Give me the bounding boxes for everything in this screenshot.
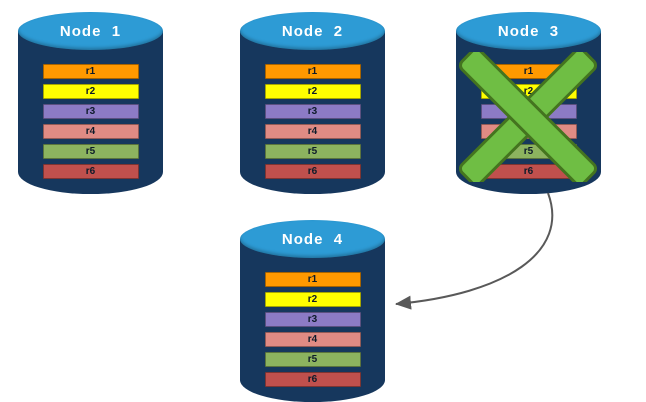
node-1-replica-r2: r2: [42, 84, 139, 99]
node-1-replica-r1: r1: [42, 64, 139, 79]
node-1-replica-r5: r5: [42, 144, 139, 159]
node-4-replica-r4: r4: [264, 332, 361, 347]
node-1-label: Node 1: [59, 22, 122, 40]
node-1-replica-r3: r3: [42, 104, 139, 119]
node-3-label: Node 3: [497, 22, 560, 40]
node-4: r1 r2 r3 r4 r5 r6 Node 4: [240, 220, 385, 402]
node-2-replica-r3: r3: [264, 104, 361, 119]
node-1-cylinder-top: Node 1: [18, 12, 163, 50]
node-4-cylinder-top: Node 4: [240, 220, 385, 258]
node-3: r1 r2 r3 r4 r5 r6 Node 3: [456, 12, 601, 194]
node-4-replica-stack: r1 r2 r3 r4 r5 r6: [264, 272, 361, 387]
node-4-label: Node 4: [281, 230, 344, 248]
node-2: r1 r2 r3 r4 r5 r6 Node 2: [240, 12, 385, 194]
node-3-cylinder-top: Node 3: [456, 12, 601, 50]
failure-x-icon: [459, 52, 597, 182]
node-4-replica-r6: r6: [264, 372, 361, 387]
node-2-replica-r4: r4: [264, 124, 361, 139]
node-2-replica-r1: r1: [264, 64, 361, 79]
node-1-replica-r4: r4: [42, 124, 139, 139]
node-1: r1 r2 r3 r4 r5 r6 Node 1: [18, 12, 163, 194]
node-1-replica-stack: r1 r2 r3 r4 r5 r6: [42, 64, 139, 179]
node-4-replica-r2: r2: [264, 292, 361, 307]
node-2-replica-r2: r2: [264, 84, 361, 99]
node-2-replica-r6: r6: [264, 164, 361, 179]
node-1-replica-r6: r6: [42, 164, 139, 179]
node-4-replica-r3: r3: [264, 312, 361, 327]
node-4-replica-r1: r1: [264, 272, 361, 287]
node-2-label: Node 2: [281, 22, 344, 40]
node-2-cylinder-top: Node 2: [240, 12, 385, 50]
node-2-replica-stack: r1 r2 r3 r4 r5 r6: [264, 64, 361, 179]
node-4-replica-r5: r5: [264, 352, 361, 367]
node-2-replica-r5: r5: [264, 144, 361, 159]
